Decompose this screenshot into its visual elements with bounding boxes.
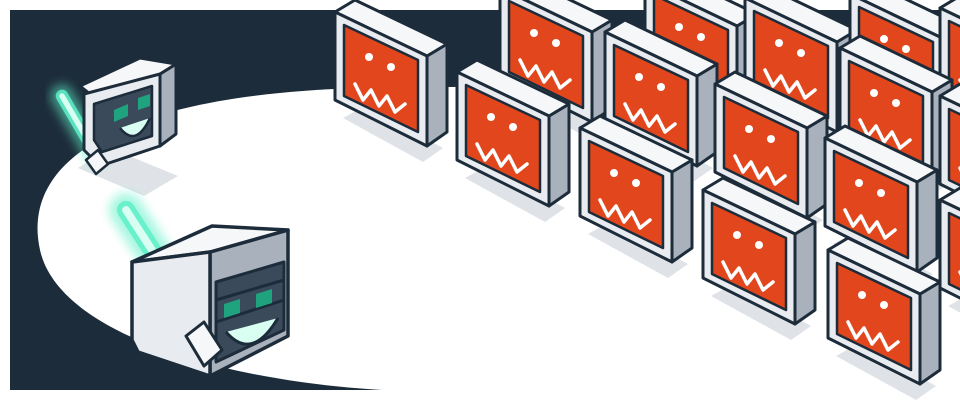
error-screen [612, 43, 690, 154]
error-screen [835, 261, 913, 372]
error-monitor [578, 114, 694, 278]
error-screen [710, 201, 788, 312]
eye [114, 104, 128, 122]
error-screen [832, 149, 910, 260]
eye [138, 94, 150, 110]
error-monitor [333, 0, 449, 162]
error-monitor [938, 82, 960, 209]
error-screen [722, 95, 800, 206]
error-screen [507, 0, 585, 110]
error-monitor [701, 176, 817, 340]
monitor-shadow [343, 106, 443, 162]
monitor-shadow [588, 222, 688, 278]
hero-server [109, 193, 290, 378]
eye [224, 299, 240, 318]
error-screen [587, 139, 665, 250]
error-monitor-grid [333, 0, 960, 400]
monitor-shadow [948, 299, 960, 313]
error-screen [947, 211, 960, 291]
error-monitor [713, 70, 829, 234]
saber-hilt [84, 148, 110, 176]
monitor-shadow [836, 344, 936, 400]
monitor-shadow [711, 284, 811, 340]
eye [256, 289, 272, 308]
error-monitor [603, 18, 719, 182]
error-monitor [823, 124, 939, 288]
hero-monitor [50, 56, 178, 196]
error-monitor [455, 58, 571, 222]
error-monitor [826, 236, 942, 400]
saber-hilt [184, 320, 224, 368]
error-monitor [938, 186, 960, 313]
error-screen [342, 23, 420, 134]
error-screen [947, 107, 960, 187]
monitor-shadow [465, 166, 565, 222]
error-screen [464, 83, 542, 194]
